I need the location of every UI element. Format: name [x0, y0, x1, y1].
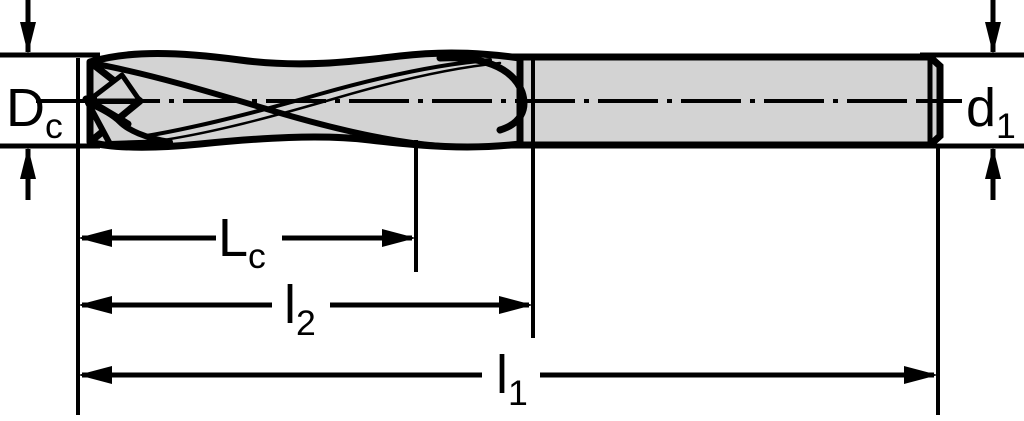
dimension-label-lc-main: L [218, 208, 248, 268]
dimension-label-dc: Dc [6, 78, 63, 146]
dimension-label-l1: l1 [496, 345, 528, 413]
arrowhead-lc-left [78, 229, 112, 247]
arrowhead-dc-upper [20, 22, 36, 54]
extension-lines [0, 52, 1024, 415]
flute-land-edge-line [148, 61, 502, 144]
dimension-label-dc-subscript: c [45, 106, 63, 146]
dimension-label-lc: Lc [218, 208, 266, 276]
flute-runout-curve [436, 54, 528, 134]
dimension-l1: l1 [78, 345, 938, 413]
dimension-label-l2-main: l [284, 275, 296, 335]
arrowhead-lc-right [382, 229, 416, 247]
dimension-dc: Dc [6, 0, 63, 200]
arrowhead-l1-left [78, 366, 112, 384]
arrowhead-d1-upper [985, 22, 1001, 54]
dimension-label-l1-main: l [496, 345, 508, 405]
dimension-label-lc-subscript: c [248, 236, 266, 276]
dimension-label-l2-subscript: 2 [296, 303, 316, 343]
flute-helix-lower [118, 58, 492, 142]
arrowhead-l2-left [78, 296, 112, 314]
dimension-label-dc-main: D [6, 78, 45, 138]
dimension-d1: d1 [966, 0, 1016, 200]
dimension-label-d1-subscript: 1 [996, 106, 1016, 146]
dimension-label-d1: d1 [966, 78, 1016, 146]
arrowhead-l2-right [499, 296, 533, 314]
dimension-label-d1-main: d [966, 78, 996, 138]
dimension-label-l2: l2 [284, 275, 316, 343]
dimension-l2: l2 [78, 275, 533, 343]
drill-bit-illustration [82, 49, 944, 151]
arrowhead-l1-right [904, 366, 938, 384]
arrowhead-d1-lower [985, 147, 1001, 179]
dimension-label-l1-subscript: 1 [508, 373, 528, 413]
dimension-lc: Lc [78, 208, 416, 276]
arrowhead-dc-lower [20, 147, 36, 179]
flute-helix-upper [93, 61, 443, 149]
